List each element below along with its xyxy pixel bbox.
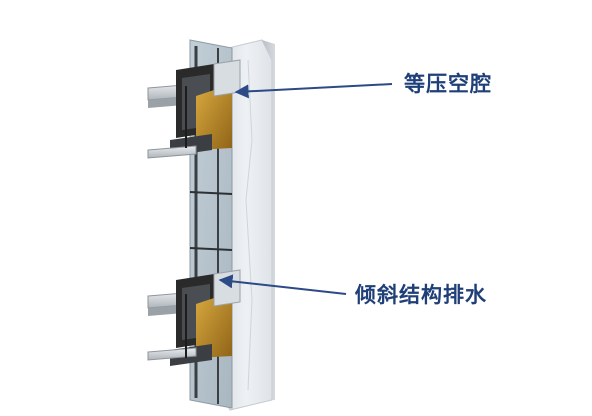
arrow-bottom bbox=[218, 274, 347, 295]
label-pressure-equalized-cavity: 等压空腔 bbox=[404, 72, 492, 96]
stone-panel bbox=[219, 39, 275, 411]
arrow-top bbox=[234, 83, 393, 99]
upper-frame-profile bbox=[147, 59, 241, 159]
label-inclined-drainage: 倾斜结构排水 bbox=[355, 283, 487, 307]
lower-frame-profile bbox=[147, 269, 241, 366]
